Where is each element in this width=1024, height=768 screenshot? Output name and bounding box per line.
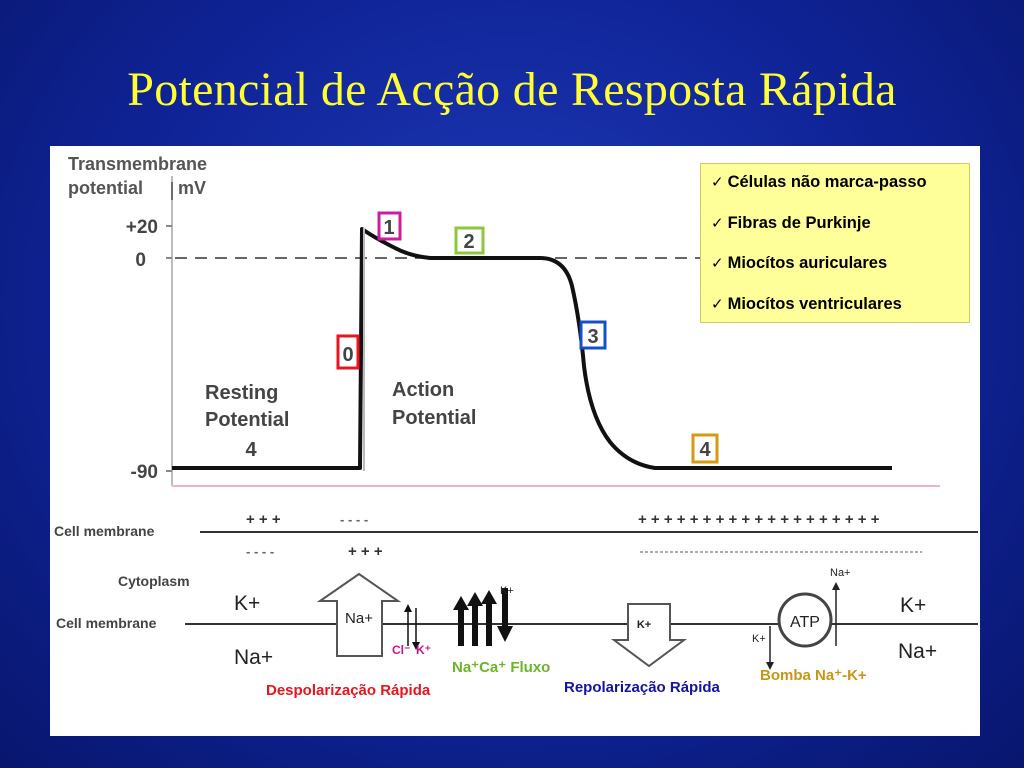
- check-icon: ✓: [711, 173, 724, 191]
- action-potential-trace: [172, 227, 892, 470]
- k-pump-arrow-head: [766, 662, 774, 670]
- cl-ion-label: Cl⁻: [392, 643, 410, 657]
- k-ion-label: K⁺: [416, 643, 431, 657]
- phase-0-label: 0: [342, 344, 353, 366]
- check-icon: ✓: [711, 294, 724, 313]
- phase-0-box: 0: [336, 334, 360, 370]
- phase-3-label: 3: [587, 326, 598, 348]
- charges-top-2: - - - -: [340, 512, 368, 527]
- caption-repolarization: Repolarização Rápida: [564, 679, 720, 696]
- k-ion-right: K+: [900, 594, 926, 617]
- phase-1-label: 1: [383, 217, 394, 239]
- na-arrow-label: Na+: [345, 610, 373, 627]
- caption-flux: Na⁺Ca⁺ Fluxo: [452, 659, 551, 676]
- check-icon: ✓: [711, 213, 724, 232]
- phase-4-box: 4: [691, 433, 719, 464]
- tick-label-zero: 0: [135, 250, 146, 271]
- atp-label: ATP: [790, 614, 820, 631]
- phase-4-label: 4: [699, 439, 711, 461]
- diagram-panel: Transmembrane potential mV +20 0 -90 0 1…: [50, 146, 980, 736]
- charges-top-1: + + +: [246, 511, 281, 528]
- na-pump-label: Na+: [830, 567, 851, 579]
- cytoplasm-label: Cytoplasm: [118, 573, 190, 589]
- resting-label-line2: Potential: [205, 409, 289, 431]
- flux-arrows-icon: [453, 588, 513, 646]
- phase-2-box: 2: [454, 226, 485, 255]
- phase-1-box: 1: [377, 211, 402, 241]
- phase-3-box: 3: [579, 320, 607, 350]
- k-flux-label: K+: [500, 585, 514, 597]
- checklist-item: ✓Miocítos ventriculares: [711, 292, 969, 333]
- cell-membrane-label-bottom: Cell membrane: [56, 615, 157, 631]
- k-efflux-arrow: [610, 603, 688, 668]
- k-ion-left: K+: [234, 592, 260, 615]
- action-potential-diagram: Transmembrane potential mV +20 0 -90 0 1…: [54, 154, 978, 670]
- check-icon: ✓: [711, 254, 724, 272]
- cell-types-checklist: ✓Células não marca-passo ✓Fibras de Purk…: [700, 163, 970, 323]
- na-ion-left: Na+: [234, 646, 273, 669]
- cl-arrow-head: [404, 604, 412, 612]
- na-pump-arrow-head: [832, 582, 840, 590]
- checklist-item-label: Células não marca-passo: [727, 173, 927, 191]
- charges-top-3: + + + + + + + + + + + + + + + + + + +: [638, 511, 880, 528]
- checklist-item-label: Fibras de Purkinje: [727, 213, 871, 232]
- tick-label-minus90: -90: [131, 462, 158, 483]
- caption-depolarization: Despolarização Rápida: [266, 682, 431, 699]
- checklist-item: ✓Miocítos auriculares: [711, 251, 969, 292]
- caption-pump: Bomba Na⁺-K+: [760, 667, 867, 684]
- action-label-line1: Action: [392, 379, 454, 401]
- resting-label-line1: Resting: [205, 382, 278, 404]
- atp-pump-circle: [777, 592, 833, 648]
- k-pump-label: K+: [752, 633, 766, 645]
- checklist-item-label: Miocítos auriculares: [727, 254, 888, 272]
- na-ion-right: Na+: [898, 640, 937, 663]
- slide-title: Potencial de Acção de Resposta Rápida: [127, 63, 897, 116]
- tick-label-plus20: +20: [126, 217, 158, 238]
- k-small-arrow-head: [412, 642, 420, 650]
- axis-title-line1: Transmembrane: [68, 154, 207, 174]
- action-label-line2: Potential: [392, 407, 476, 429]
- checklist-item-label: Miocítos ventriculares: [727, 294, 902, 313]
- checklist-item: ✓Fibras de Purkinje: [711, 211, 969, 252]
- checklist-item: ✓Células não marca-passo: [711, 170, 969, 211]
- cell-membrane-label-top: Cell membrane: [54, 523, 155, 539]
- axis-unit: mV: [178, 178, 206, 198]
- resting-label-line3: 4: [245, 439, 257, 461]
- axis-title-line2: potential: [68, 178, 143, 198]
- k-down-label: K+: [637, 619, 651, 631]
- phase-2-label: 2: [463, 231, 474, 253]
- charges-bottom-1: - - - -: [246, 544, 274, 559]
- charges-bottom-2: + + +: [348, 543, 383, 560]
- na-influx-arrow: [316, 572, 402, 657]
